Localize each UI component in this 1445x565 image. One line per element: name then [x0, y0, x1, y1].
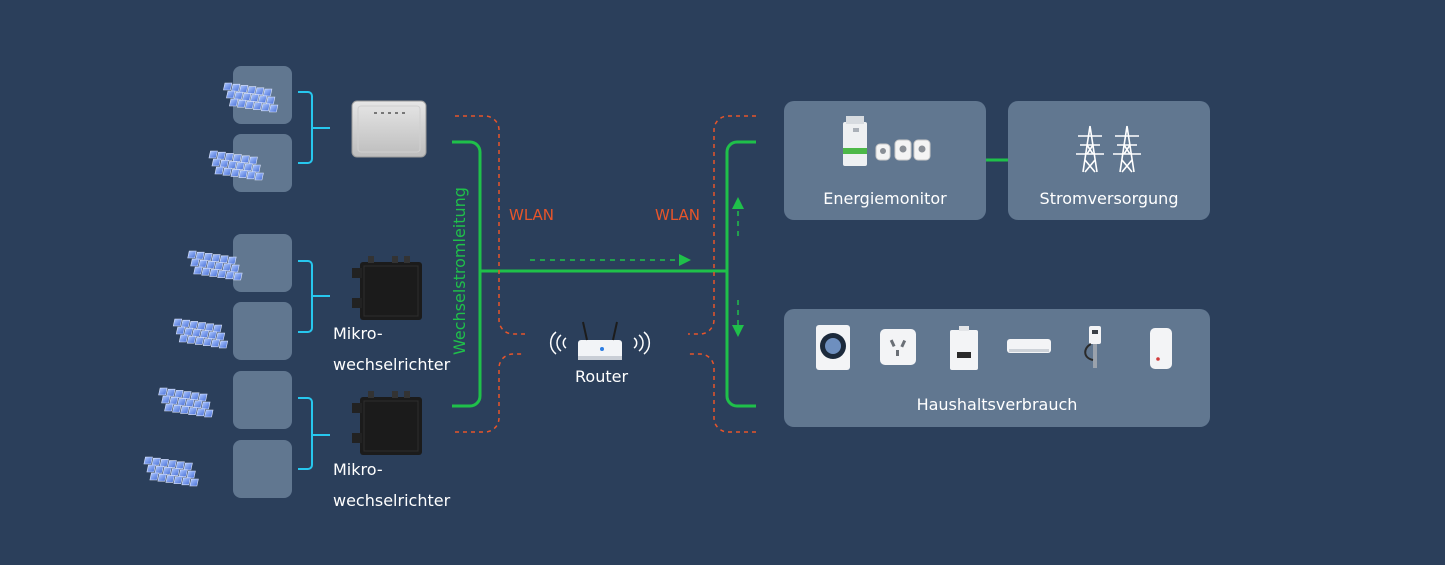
air-conditioner-icon [1007, 339, 1051, 353]
water-heater-icon [1150, 328, 1172, 369]
micro-inverter-label-1-text: Mikro- wechselrichter [333, 324, 451, 374]
solar-panel-icon [223, 66, 292, 124]
energy-meter-icon [843, 116, 931, 166]
bracket-1 [298, 91, 313, 164]
power-socket-icon [880, 329, 916, 365]
bracket-2 [298, 260, 313, 333]
boiler-icon [950, 326, 978, 370]
solar-panel-icon [187, 234, 292, 292]
router-icon [578, 321, 622, 360]
power-supply-box: Stromversorgung [1008, 101, 1210, 220]
solar-panel-icon [172, 302, 292, 360]
micro-inverter-icon [352, 256, 422, 320]
ac-line [452, 140, 1008, 408]
micro-inverter-label-2-text: Mikro- wechselrichter [333, 460, 451, 510]
wlan-label-left: WLAN [509, 206, 555, 224]
ev-charger-icon [1084, 326, 1101, 368]
data-flow-arrows [530, 197, 744, 337]
household-label: Haushaltsverbrauch [916, 395, 1078, 414]
solar-panel-icon [208, 134, 292, 192]
power-supply-label: Stromversorgung [1039, 189, 1179, 208]
power-supply-panel [1008, 101, 1210, 220]
household-box: Haushaltsverbrauch [784, 309, 1210, 427]
solar-panel-icon [143, 440, 292, 498]
ac-bus-right [725, 140, 756, 408]
energy-monitor-label: Energiemonitor [823, 189, 947, 208]
solar-panel-icon [158, 371, 292, 429]
wlan-right-top [688, 115, 756, 335]
ac-bus-left [452, 140, 482, 408]
router-label: Router [575, 367, 629, 386]
power-tower-icon [1076, 125, 1141, 173]
wlan-links [455, 115, 756, 433]
energy-monitor-box: Energiemonitor [784, 101, 986, 220]
micro-inverter-icon [352, 391, 422, 455]
wlan-right-bottom [688, 353, 756, 433]
wifi-signal-icon [549, 331, 651, 355]
wlan-left-top [455, 115, 525, 335]
bracket-3 [298, 397, 313, 470]
string-inverter-icon [351, 100, 427, 158]
washing-machine-icon [816, 325, 850, 370]
ac-line-label: Wechselstromleitung [450, 187, 469, 355]
wlan-left-bottom [455, 353, 525, 433]
panel-brackets [298, 91, 330, 470]
wlan-label-right: WLAN [655, 206, 701, 224]
micro-inverter-label-2: Mikro- wechselrichter [333, 454, 450, 516]
solar-panels [143, 66, 292, 498]
micro-inverter-label-1: Mikro- wechselrichter [333, 318, 450, 380]
